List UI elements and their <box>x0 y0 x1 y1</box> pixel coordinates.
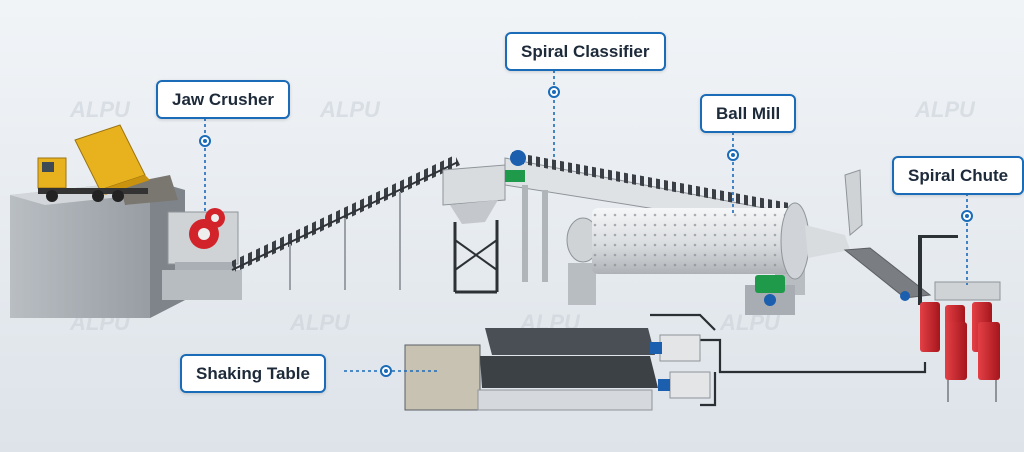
discharge-trough <box>843 247 932 301</box>
label-spiral-classifier: Spiral Classifier <box>505 32 666 71</box>
slurry-pipes <box>650 313 927 407</box>
jaw-crusher-machine <box>162 208 242 300</box>
dump-truck <box>37 124 150 202</box>
label-ball-mill: Ball Mill <box>700 94 797 133</box>
watermark-text: ALPU <box>69 97 131 122</box>
watermark-text: ALPU <box>914 97 976 122</box>
spiral-chute-machine <box>918 235 1001 402</box>
callout-anchor-cores <box>203 90 969 373</box>
label-jaw-crusher: Jaw Crusher <box>156 80 291 119</box>
ball-mill-machine <box>566 169 863 315</box>
label-shaking-table: Shaking Table <box>180 354 326 393</box>
belt-conveyor-1 <box>230 155 460 290</box>
watermark-logos: ALPU ALPU ALPU ALPU ALPU ALPU ALPU <box>69 97 976 335</box>
watermark-text: ALPU <box>289 310 351 335</box>
label-spiral-chute: Spiral Chute <box>892 156 1024 195</box>
watermark-text: ALPU <box>319 97 381 122</box>
shaking-table-machine <box>404 328 711 411</box>
feed-hopper-tower <box>442 164 506 294</box>
